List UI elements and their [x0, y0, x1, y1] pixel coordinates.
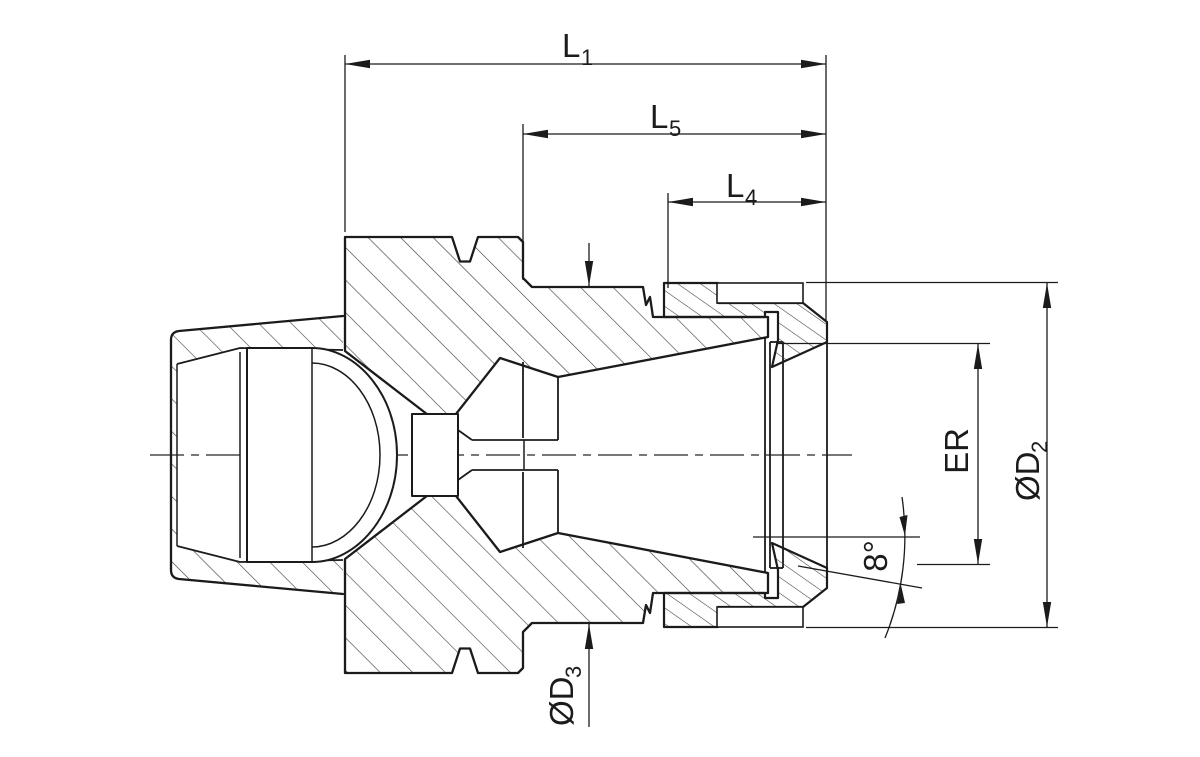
angle-arrow-top [899, 515, 908, 536]
er-arrow-top [973, 344, 983, 369]
dimension-l5: L 5 [522, 98, 826, 280]
dimension-angle8: 8° [753, 496, 923, 639]
er-label: ER [938, 428, 975, 474]
tube-stud [411, 413, 459, 497]
d2-arrow-bottom [1042, 602, 1052, 627]
angle-arrow-bottom [897, 585, 905, 604]
angle-arc [884, 496, 906, 639]
shank-section-hatch [172, 316, 343, 594]
l1-arrow-left [345, 59, 370, 69]
holder-body [343, 235, 770, 675]
l4-arrow-right [801, 197, 826, 207]
d3-label: ØD [543, 677, 580, 727]
dimension-l4: L 4 [667, 167, 826, 288]
l5-label: L [650, 98, 668, 135]
dimension-d3: ØD 3 [543, 243, 594, 727]
d3-label-sub: 3 [561, 666, 586, 678]
clamping-nut [662, 281, 829, 629]
shank-outline [169, 314, 345, 596]
nut-groove-band-top [716, 282, 804, 304]
body-section-top [343, 235, 770, 430]
dimension-l1: L 1 [344, 27, 827, 320]
body-section-bottom [343, 480, 770, 675]
collet [557, 337, 784, 573]
d2-label-sub: 2 [1027, 441, 1052, 453]
l4-arrow-left [668, 197, 693, 207]
l1-arrow-right [801, 59, 826, 69]
nut-groove-band-bottom [716, 606, 804, 628]
stud-taper-bottom [457, 469, 473, 481]
l4-label-sub: 4 [745, 185, 757, 210]
l4-label: L [726, 167, 744, 204]
dome-cap [246, 347, 398, 563]
d2-label: ØD [1009, 452, 1046, 502]
dome-inner-arc [311, 362, 381, 548]
l5-arrow-right [801, 129, 826, 139]
l1-label-sub: 1 [581, 45, 593, 70]
l5-label-sub: 5 [669, 116, 681, 141]
er-arrow-bottom [973, 539, 983, 564]
d3-arrow-top [584, 261, 594, 286]
d3-arrow-bottom [584, 624, 594, 649]
dimension-d2: ØD 2 [806, 281, 1058, 629]
d2-arrow-top [1042, 283, 1052, 308]
dimension-er: ER [776, 342, 990, 566]
internal-coolant-tube [239, 347, 525, 563]
l1-label: L [562, 27, 580, 64]
stud-taper-top [457, 429, 473, 441]
angle8-label: 8° [857, 540, 894, 572]
l5-arrow-left [523, 129, 548, 139]
